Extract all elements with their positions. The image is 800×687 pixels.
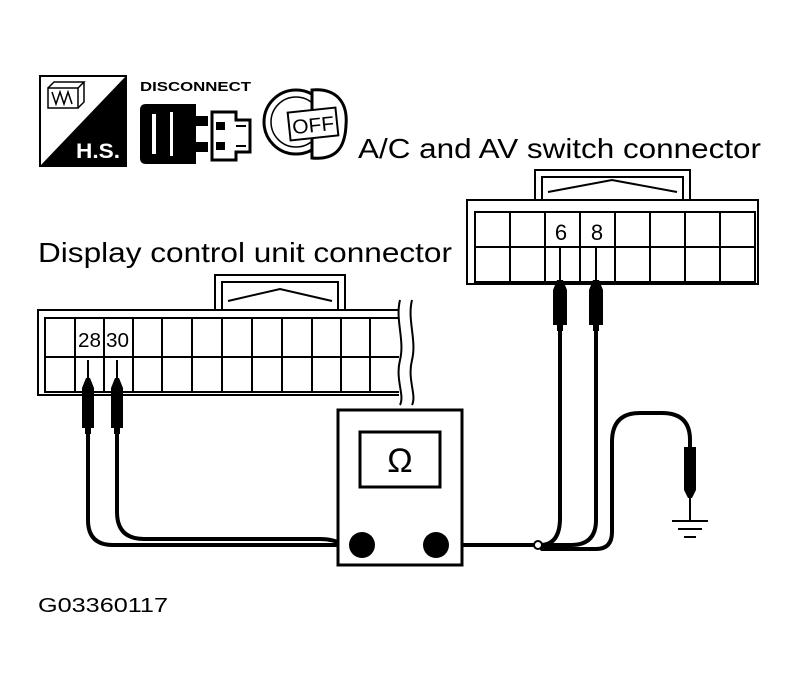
disconnect-label: DISCONNECT [140,79,251,94]
connector-plug-male-icon [140,104,208,164]
harness-check-icon: H.S. [39,75,127,167]
ground-symbol-icon [672,520,708,538]
display-unit-connector: 28 30 [37,274,415,406]
test-probe-terminal-8 [589,248,603,331]
av-switch-connector-title: A/C and AV switch connector [358,133,761,164]
ignition-key-icon: OFF [262,88,348,160]
lead-wire-terminal-28 [86,432,354,547]
connector-lock-tab [214,274,346,311]
figure-code: G03360117 [38,595,168,617]
ignition-off-label: OFF [291,113,335,139]
connector-cavity-grid [474,211,756,283]
ohm-symbol: Ω [387,442,412,480]
meter-terminal-negative [349,532,375,558]
lead-wire-terminal-30 [115,432,346,547]
ohmmeter-icon: Ω [336,408,464,567]
connector-lock-tab [534,169,691,201]
lead-wire-ground [540,411,692,551]
meter-terminal-positive [423,532,449,558]
test-probe-terminal-28 [82,360,94,434]
connector-break-mark [397,299,415,406]
lead-wire-terminal-6 [538,329,562,547]
terminal-6-label: 6 [555,220,567,245]
ground-probe [684,447,696,521]
connector-cavity-grid [45,318,400,392]
harness-check-label: H.S. [76,140,120,163]
terminal-30-label: 30 [106,330,129,352]
terminal-28-label: 28 [78,330,101,352]
lead-wire-terminal-8 [540,329,598,547]
test-probe-terminal-30 [111,360,123,434]
wire-junction [533,540,543,550]
connector-plug-female-icon [210,110,252,162]
test-probe-terminal-6 [553,248,567,331]
terminal-8-label: 8 [591,220,603,245]
ohmmeter-display [358,430,442,489]
disconnect-connector-icon: DISCONNECT [140,79,252,164]
harness-pictogram-icon [47,81,86,109]
display-unit-connector-title: Display control unit connector [38,237,452,268]
av-switch-connector: 6 8 [466,169,759,285]
